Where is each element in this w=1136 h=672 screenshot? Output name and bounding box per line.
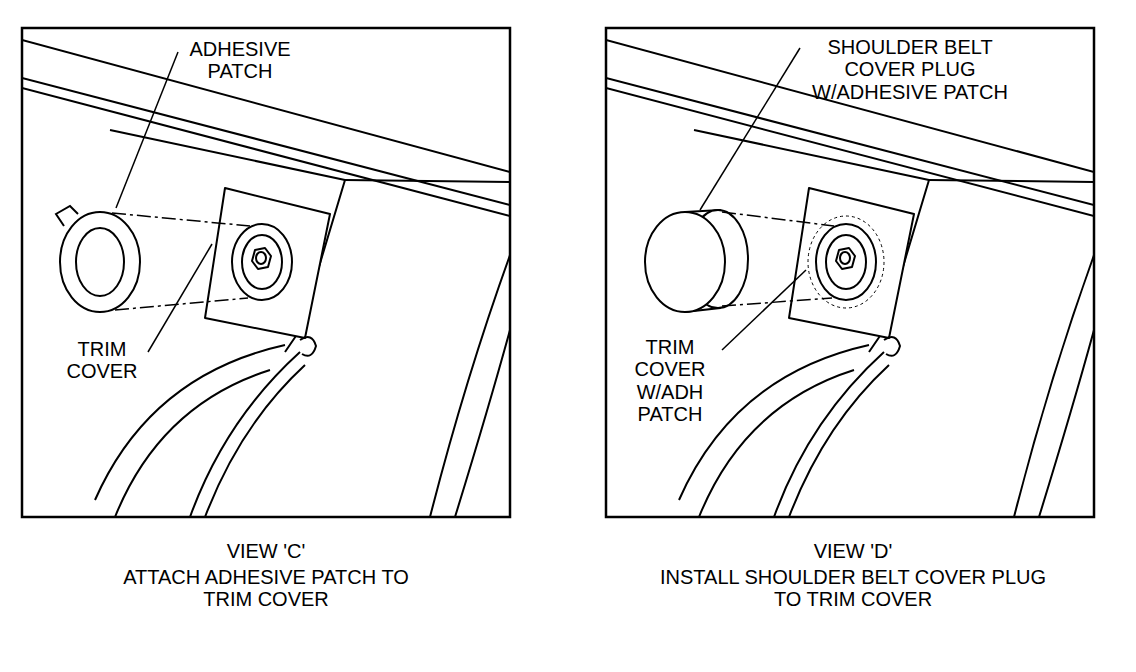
leader-lines [700, 48, 806, 350]
alignment-lines [722, 212, 834, 306]
leader-lines [116, 52, 212, 352]
part-label: SHOULDER BELT COVER PLUG W/ADHESIVE PATC… [806, 36, 1014, 103]
cover-plug [645, 210, 748, 312]
pillar-drawing [606, 40, 1094, 517]
panel-frame [606, 28, 1094, 517]
panel-frame [22, 28, 510, 517]
view-caption: ATTACH ADHESIVE PATCH TO TRIM COVER [106, 566, 426, 611]
part-label: TRIM COVER [62, 338, 142, 383]
adhesive-halo [808, 216, 884, 308]
view-title: VIEW 'C' [146, 540, 386, 562]
view-caption: INSTALL SHOULDER BELT COVER PLUG TO TRIM… [649, 566, 1057, 611]
pillar-drawing [22, 40, 510, 517]
adhesive-patch [56, 206, 140, 312]
part-label: TRIM COVER W/ADH PATCH [630, 336, 710, 426]
view-title: VIEW 'D' [733, 540, 973, 562]
part-label: ADHESIVE PATCH [180, 38, 300, 83]
